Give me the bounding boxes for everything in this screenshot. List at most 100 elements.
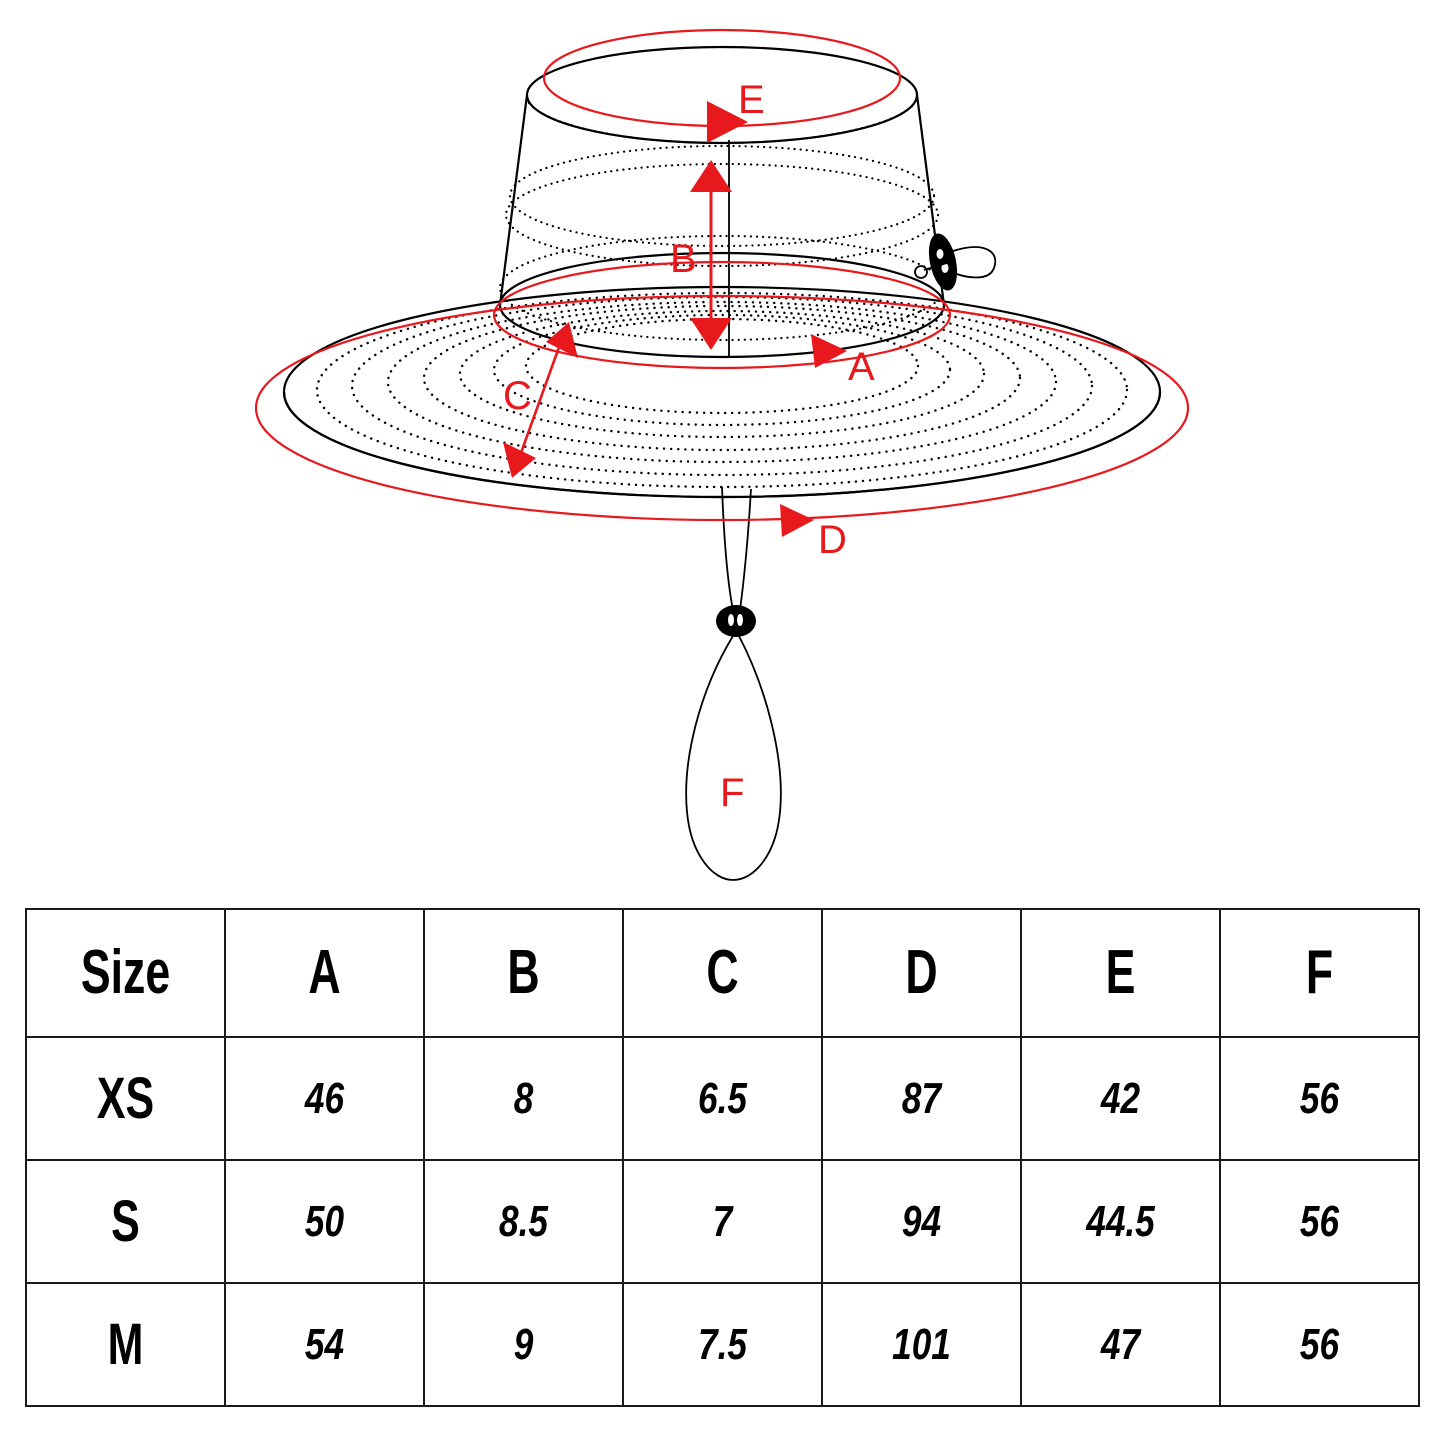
- measure-A-ellipse: [492, 260, 952, 370]
- table-header-cell-f: F: [1219, 908, 1420, 1038]
- size-label: S: [111, 1188, 140, 1254]
- measure-D-label: D: [818, 518, 847, 562]
- value-f: 56: [1299, 1196, 1340, 1246]
- chin-cord-lock: [716, 605, 756, 637]
- value-c: 6.5: [698, 1073, 747, 1123]
- value-cell-f: 56: [1219, 1159, 1420, 1284]
- value-cell-b: 9: [423, 1282, 624, 1407]
- brim-stitch-ring: [492, 313, 952, 427]
- measure-B-label: B: [670, 237, 697, 281]
- table-header-cell-e: E: [1020, 908, 1221, 1038]
- size-cell: M: [25, 1282, 226, 1407]
- value-cell-f: 56: [1219, 1282, 1420, 1407]
- table-header-row: Size A B C D E F: [25, 908, 1420, 1038]
- side-cord-lock-hole: [941, 263, 949, 273]
- value-f: 56: [1299, 1073, 1340, 1123]
- crown-top-stitch: [527, 101, 917, 145]
- value-cell-a: 50: [224, 1159, 425, 1284]
- brim-stitch-ring: [422, 304, 1022, 452]
- table-header-cell-d: D: [821, 908, 1022, 1038]
- size-cell: XS: [25, 1036, 226, 1161]
- chin-strap-loop: [685, 635, 782, 881]
- chin-strap-right: [739, 488, 752, 611]
- side-cord-loop: [949, 246, 997, 279]
- size-label: M: [107, 1311, 144, 1377]
- size-cell: S: [25, 1159, 226, 1284]
- measure-C-label: C: [503, 374, 532, 418]
- value-d: 87: [901, 1073, 942, 1123]
- brim-stitch-ring: [386, 300, 1058, 464]
- value-cell-e: 44.5: [1020, 1159, 1221, 1284]
- header-label-e: E: [1105, 938, 1136, 1007]
- side-cord-lock-hole: [936, 249, 944, 259]
- table-header-cell-size: Size: [25, 908, 226, 1038]
- header-label-a: A: [308, 938, 341, 1007]
- brim-stitch-ring: [524, 317, 920, 415]
- table-row: M 54 9 7.5 101 47 56: [25, 1282, 1420, 1407]
- measure-C-arrowhead-top: [546, 322, 578, 358]
- table-row: S 50 8.5 7 94 44.5 56: [25, 1159, 1420, 1284]
- side-cord-tail: [923, 261, 951, 271]
- table-row: XS 46 8 6.5 87 42 56: [25, 1036, 1420, 1161]
- hat-diagram: E B A C D F: [254, 28, 1190, 881]
- value-a: 50: [304, 1196, 345, 1246]
- value-cell-d: 94: [821, 1159, 1022, 1284]
- crown-left-wall: [498, 94, 529, 306]
- value-cell-e: 47: [1020, 1282, 1221, 1407]
- measure-C-line: [515, 335, 565, 465]
- measure-C-arrowhead-bottom: [503, 442, 536, 478]
- value-b: 8.5: [499, 1196, 548, 1246]
- value-c: 7.5: [698, 1319, 747, 1369]
- hat-diagram-svg: E B A C D F: [254, 28, 1190, 881]
- header-label-f: F: [1305, 938, 1334, 1007]
- side-cord-lock: [928, 233, 958, 291]
- size-table-body: Size A B C D E F: [25, 908, 1420, 1407]
- header-label-c: C: [706, 938, 739, 1007]
- value-b: 8: [513, 1073, 534, 1123]
- chin-cord-lock-hole: [728, 614, 734, 626]
- value-e: 42: [1100, 1073, 1141, 1123]
- value-f: 56: [1299, 1319, 1340, 1369]
- value-a: 46: [304, 1073, 345, 1123]
- brim-underside: [282, 391, 1162, 499]
- measure-E-label: E: [738, 78, 765, 122]
- header-label-d: D: [905, 938, 938, 1007]
- table-header-cell-a: A: [224, 908, 425, 1038]
- value-cell-f: 56: [1219, 1036, 1420, 1161]
- value-cell-a: 54: [224, 1282, 425, 1407]
- value-d: 94: [901, 1196, 942, 1246]
- value-cell-a: 46: [224, 1036, 425, 1161]
- size-label: XS: [96, 1065, 155, 1131]
- measure-B-arrowhead-bottom: [690, 318, 732, 350]
- measure-A-arrowhead: [811, 334, 847, 368]
- value-cell-c: 6.5: [622, 1036, 823, 1161]
- measure-F-label: F: [720, 771, 744, 815]
- crown-stitch-ring: [504, 162, 940, 268]
- value-cell-c: 7: [622, 1159, 823, 1284]
- header-label-size: Size: [80, 938, 171, 1007]
- table-header-cell-b: B: [423, 908, 624, 1038]
- measure-E-arrowhead: [707, 101, 748, 143]
- value-d: 101: [892, 1319, 951, 1369]
- value-cell-e: 42: [1020, 1036, 1221, 1161]
- table-header-cell-c: C: [622, 908, 823, 1038]
- chin-strap-left: [721, 486, 734, 611]
- value-cell-c: 7.5: [622, 1282, 823, 1407]
- measure-D-ellipse: [254, 294, 1190, 522]
- header-label-b: B: [507, 938, 540, 1007]
- value-cell-d: 101: [821, 1282, 1022, 1407]
- value-e: 44.5: [1086, 1196, 1155, 1246]
- value-c: 7: [712, 1196, 733, 1246]
- brim-stitch-ring: [458, 309, 986, 439]
- size-chart-table: Size A B C D E F: [25, 908, 1420, 1407]
- value-e: 47: [1100, 1319, 1141, 1369]
- crown-stitch-ring: [508, 144, 936, 248]
- chin-cord-lock-hole: [737, 614, 743, 626]
- value-cell-b: 8: [423, 1036, 624, 1161]
- value-b: 9: [513, 1319, 534, 1369]
- value-cell-d: 87: [821, 1036, 1022, 1161]
- measure-D-arrowhead: [780, 504, 814, 537]
- measure-A-label: A: [848, 345, 875, 389]
- value-a: 54: [304, 1319, 345, 1369]
